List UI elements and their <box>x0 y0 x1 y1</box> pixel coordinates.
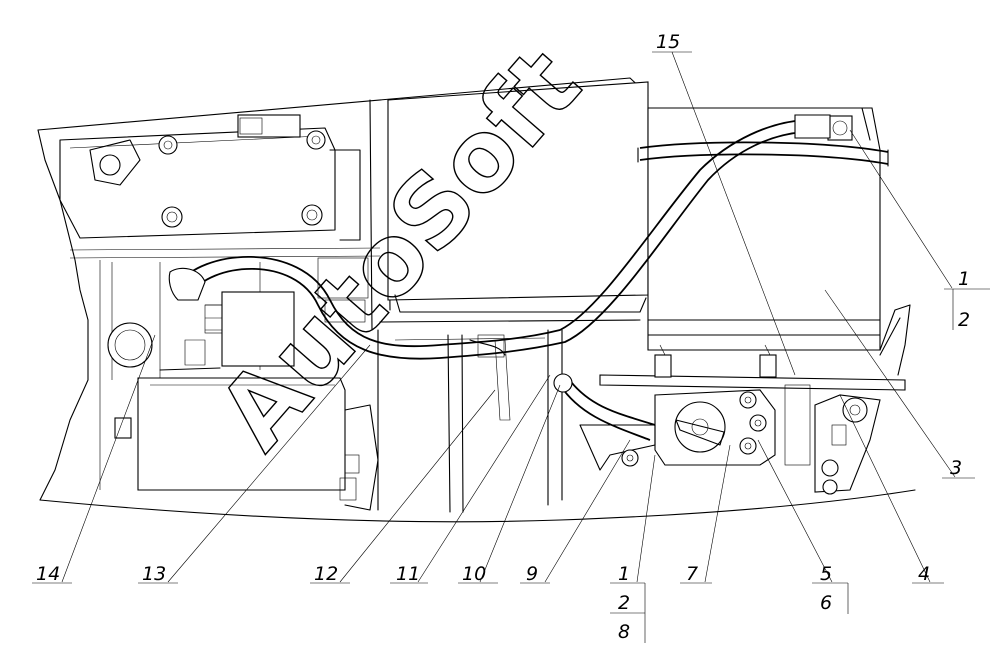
lower-left-unit <box>114 377 379 511</box>
right-clamp <box>814 394 881 495</box>
left-boss <box>107 322 153 368</box>
callout-10: 10 <box>462 563 486 585</box>
callout-2-right: 2 <box>958 309 970 331</box>
callout-3: 3 <box>950 457 962 479</box>
callout-1-right: 1 <box>958 268 970 290</box>
callout-5: 5 <box>820 563 832 585</box>
callout-8: 8 <box>618 621 630 643</box>
callout-13: 13 <box>142 563 166 585</box>
callouts: 14 13 12 11 10 9 1 2 8 7 5 6 4 3 1 2 <box>32 31 990 643</box>
callout-11: 11 <box>396 563 420 585</box>
bracket-plate <box>599 304 911 466</box>
callout-9: 9 <box>526 563 538 585</box>
valve-cover <box>59 114 361 241</box>
callout-7: 7 <box>686 563 698 585</box>
callout-15: 15 <box>656 31 680 53</box>
hoses <box>168 114 831 441</box>
relay-box <box>159 257 369 371</box>
leader-lines <box>61 51 956 583</box>
callout-12: 12 <box>314 563 338 585</box>
callout-1-lower: 1 <box>618 563 630 585</box>
tank <box>637 107 889 351</box>
callout-6: 6 <box>820 592 832 614</box>
callout-2-lower: 2 <box>618 592 630 614</box>
callout-4: 4 <box>918 563 930 585</box>
filter-body <box>579 389 776 471</box>
callout-14: 14 <box>36 563 60 585</box>
